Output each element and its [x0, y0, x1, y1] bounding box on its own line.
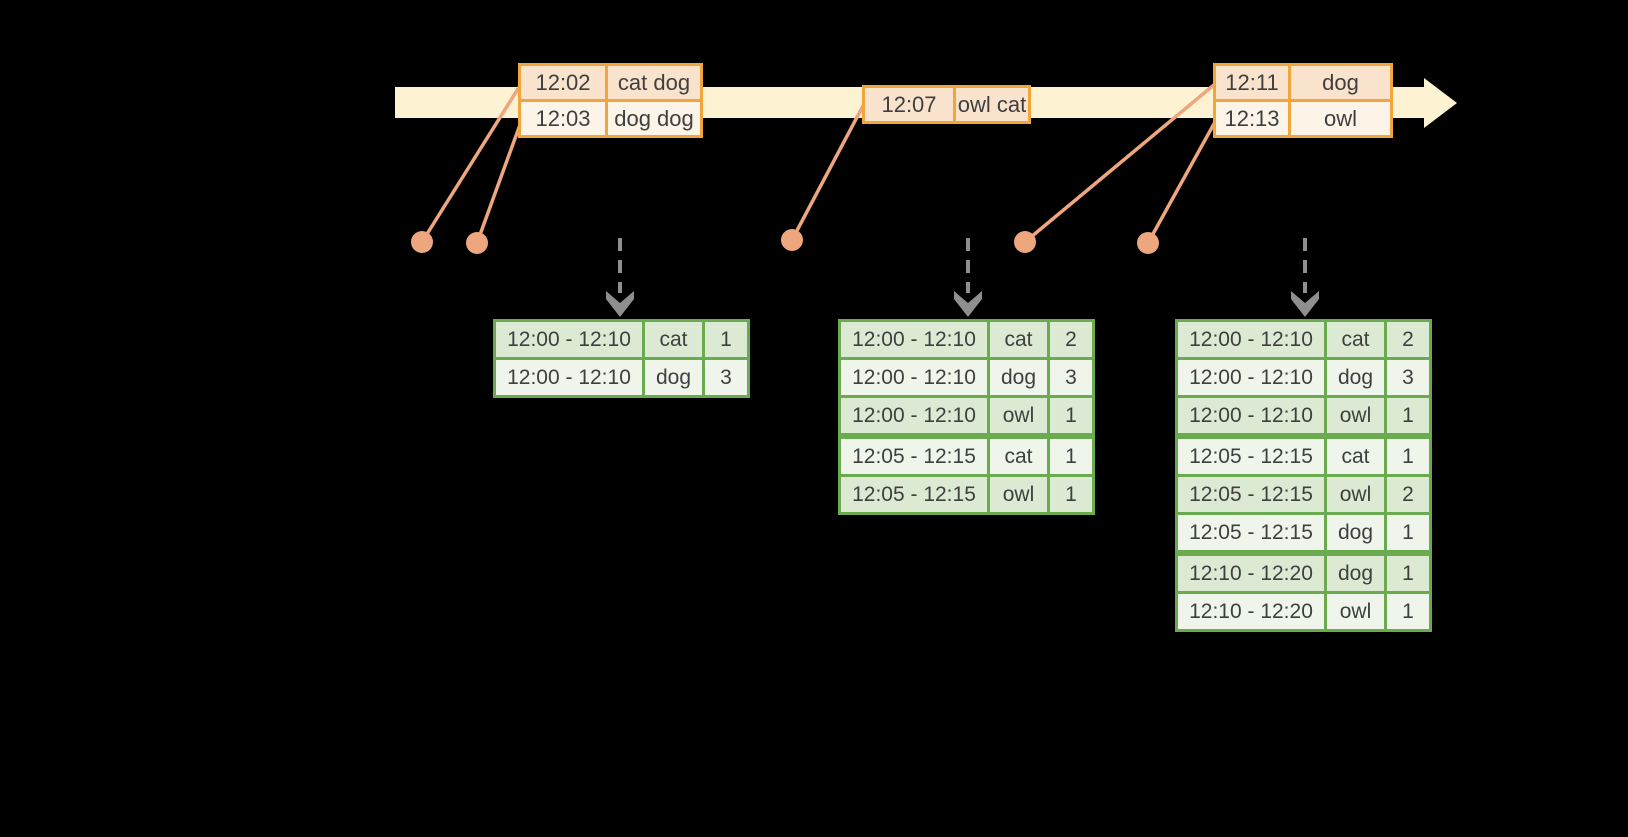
event-dot-icon	[466, 232, 488, 254]
event-dot-icon	[411, 231, 433, 253]
event-connector-line	[790, 103, 866, 241]
event-connector-line	[420, 83, 523, 243]
window-cell: 12:05 - 12:15	[841, 439, 987, 474]
event-time-cell: 12:03	[521, 102, 605, 135]
count-cell: 1	[1050, 439, 1092, 474]
count-cell: 2	[1387, 322, 1429, 357]
trigger-arrowhead-icon	[954, 291, 982, 317]
word-cell: owl	[1327, 477, 1384, 512]
event-time-cell: 12:07	[865, 88, 953, 121]
window-cell: 12:05 - 12:15	[1178, 515, 1324, 550]
event-dot-icon	[1014, 231, 1036, 253]
word-cell: cat	[990, 322, 1047, 357]
event-dot-icon	[1137, 232, 1159, 254]
count-cell: 1	[1050, 477, 1092, 512]
count-cell: 1	[1387, 594, 1429, 629]
event-dot-icon	[781, 229, 803, 251]
count-cell: 2	[1050, 322, 1092, 357]
window-cell: 12:00 - 12:10	[1178, 360, 1324, 395]
event-connector-line	[475, 121, 523, 244]
window-cell: 12:00 - 12:10	[841, 360, 987, 395]
word-cell: dog	[990, 360, 1047, 395]
event-words-cell: cat dog	[608, 66, 700, 99]
count-cell: 1	[1387, 398, 1429, 433]
count-cell: 1	[1050, 398, 1092, 433]
count-cell: 2	[1387, 477, 1429, 512]
trigger-arrowhead-icon	[1291, 291, 1319, 317]
event-words-cell: dog	[1291, 66, 1390, 99]
count-cell: 3	[1387, 360, 1429, 395]
count-cell: 1	[1387, 439, 1429, 474]
word-cell: dog	[1327, 360, 1384, 395]
event-words-cell: dog dog	[608, 102, 700, 135]
word-cell: owl	[990, 477, 1047, 512]
event-time-cell: 12:13	[1216, 102, 1288, 135]
count-cell: 1	[1387, 515, 1429, 550]
trigger-arrowhead-icon	[606, 291, 634, 317]
window-cell: 12:10 - 12:20	[1178, 594, 1324, 629]
window-cell: 12:00 - 12:10	[496, 322, 642, 357]
event-words-cell: owl	[1291, 102, 1390, 135]
word-cell: dog	[1327, 556, 1384, 591]
word-cell: cat	[645, 322, 702, 357]
event-time-cell: 12:02	[521, 66, 605, 99]
count-cell: 3	[705, 360, 747, 395]
window-cell: 12:05 - 12:15	[1178, 439, 1324, 474]
event-connector-line	[1146, 121, 1217, 244]
word-cell: owl	[1327, 398, 1384, 433]
window-cell: 12:05 - 12:15	[1178, 477, 1324, 512]
window-cell: 12:00 - 12:10	[496, 360, 642, 395]
word-cell: cat	[1327, 322, 1384, 357]
count-cell: 1	[1387, 556, 1429, 591]
window-cell: 12:10 - 12:20	[1178, 556, 1324, 591]
window-cell: 12:05 - 12:15	[841, 477, 987, 512]
window-cell: 12:00 - 12:10	[841, 322, 987, 357]
count-cell: 3	[1050, 360, 1092, 395]
word-cell: owl	[990, 398, 1047, 433]
event-connector-line	[1023, 82, 1217, 244]
word-cell: owl	[1327, 594, 1384, 629]
word-cell: cat	[1327, 439, 1384, 474]
word-cell: cat	[990, 439, 1047, 474]
word-cell: dog	[645, 360, 702, 395]
window-cell: 12:00 - 12:10	[1178, 322, 1324, 357]
event-time-cell: 12:11	[1216, 66, 1288, 99]
window-cell: 12:00 - 12:10	[841, 398, 987, 433]
word-cell: dog	[1327, 515, 1384, 550]
count-cell: 1	[705, 322, 747, 357]
event-words-cell: owl cat	[956, 88, 1028, 121]
window-cell: 12:00 - 12:10	[1178, 398, 1324, 433]
timeline-arrowhead-icon	[1424, 78, 1457, 128]
